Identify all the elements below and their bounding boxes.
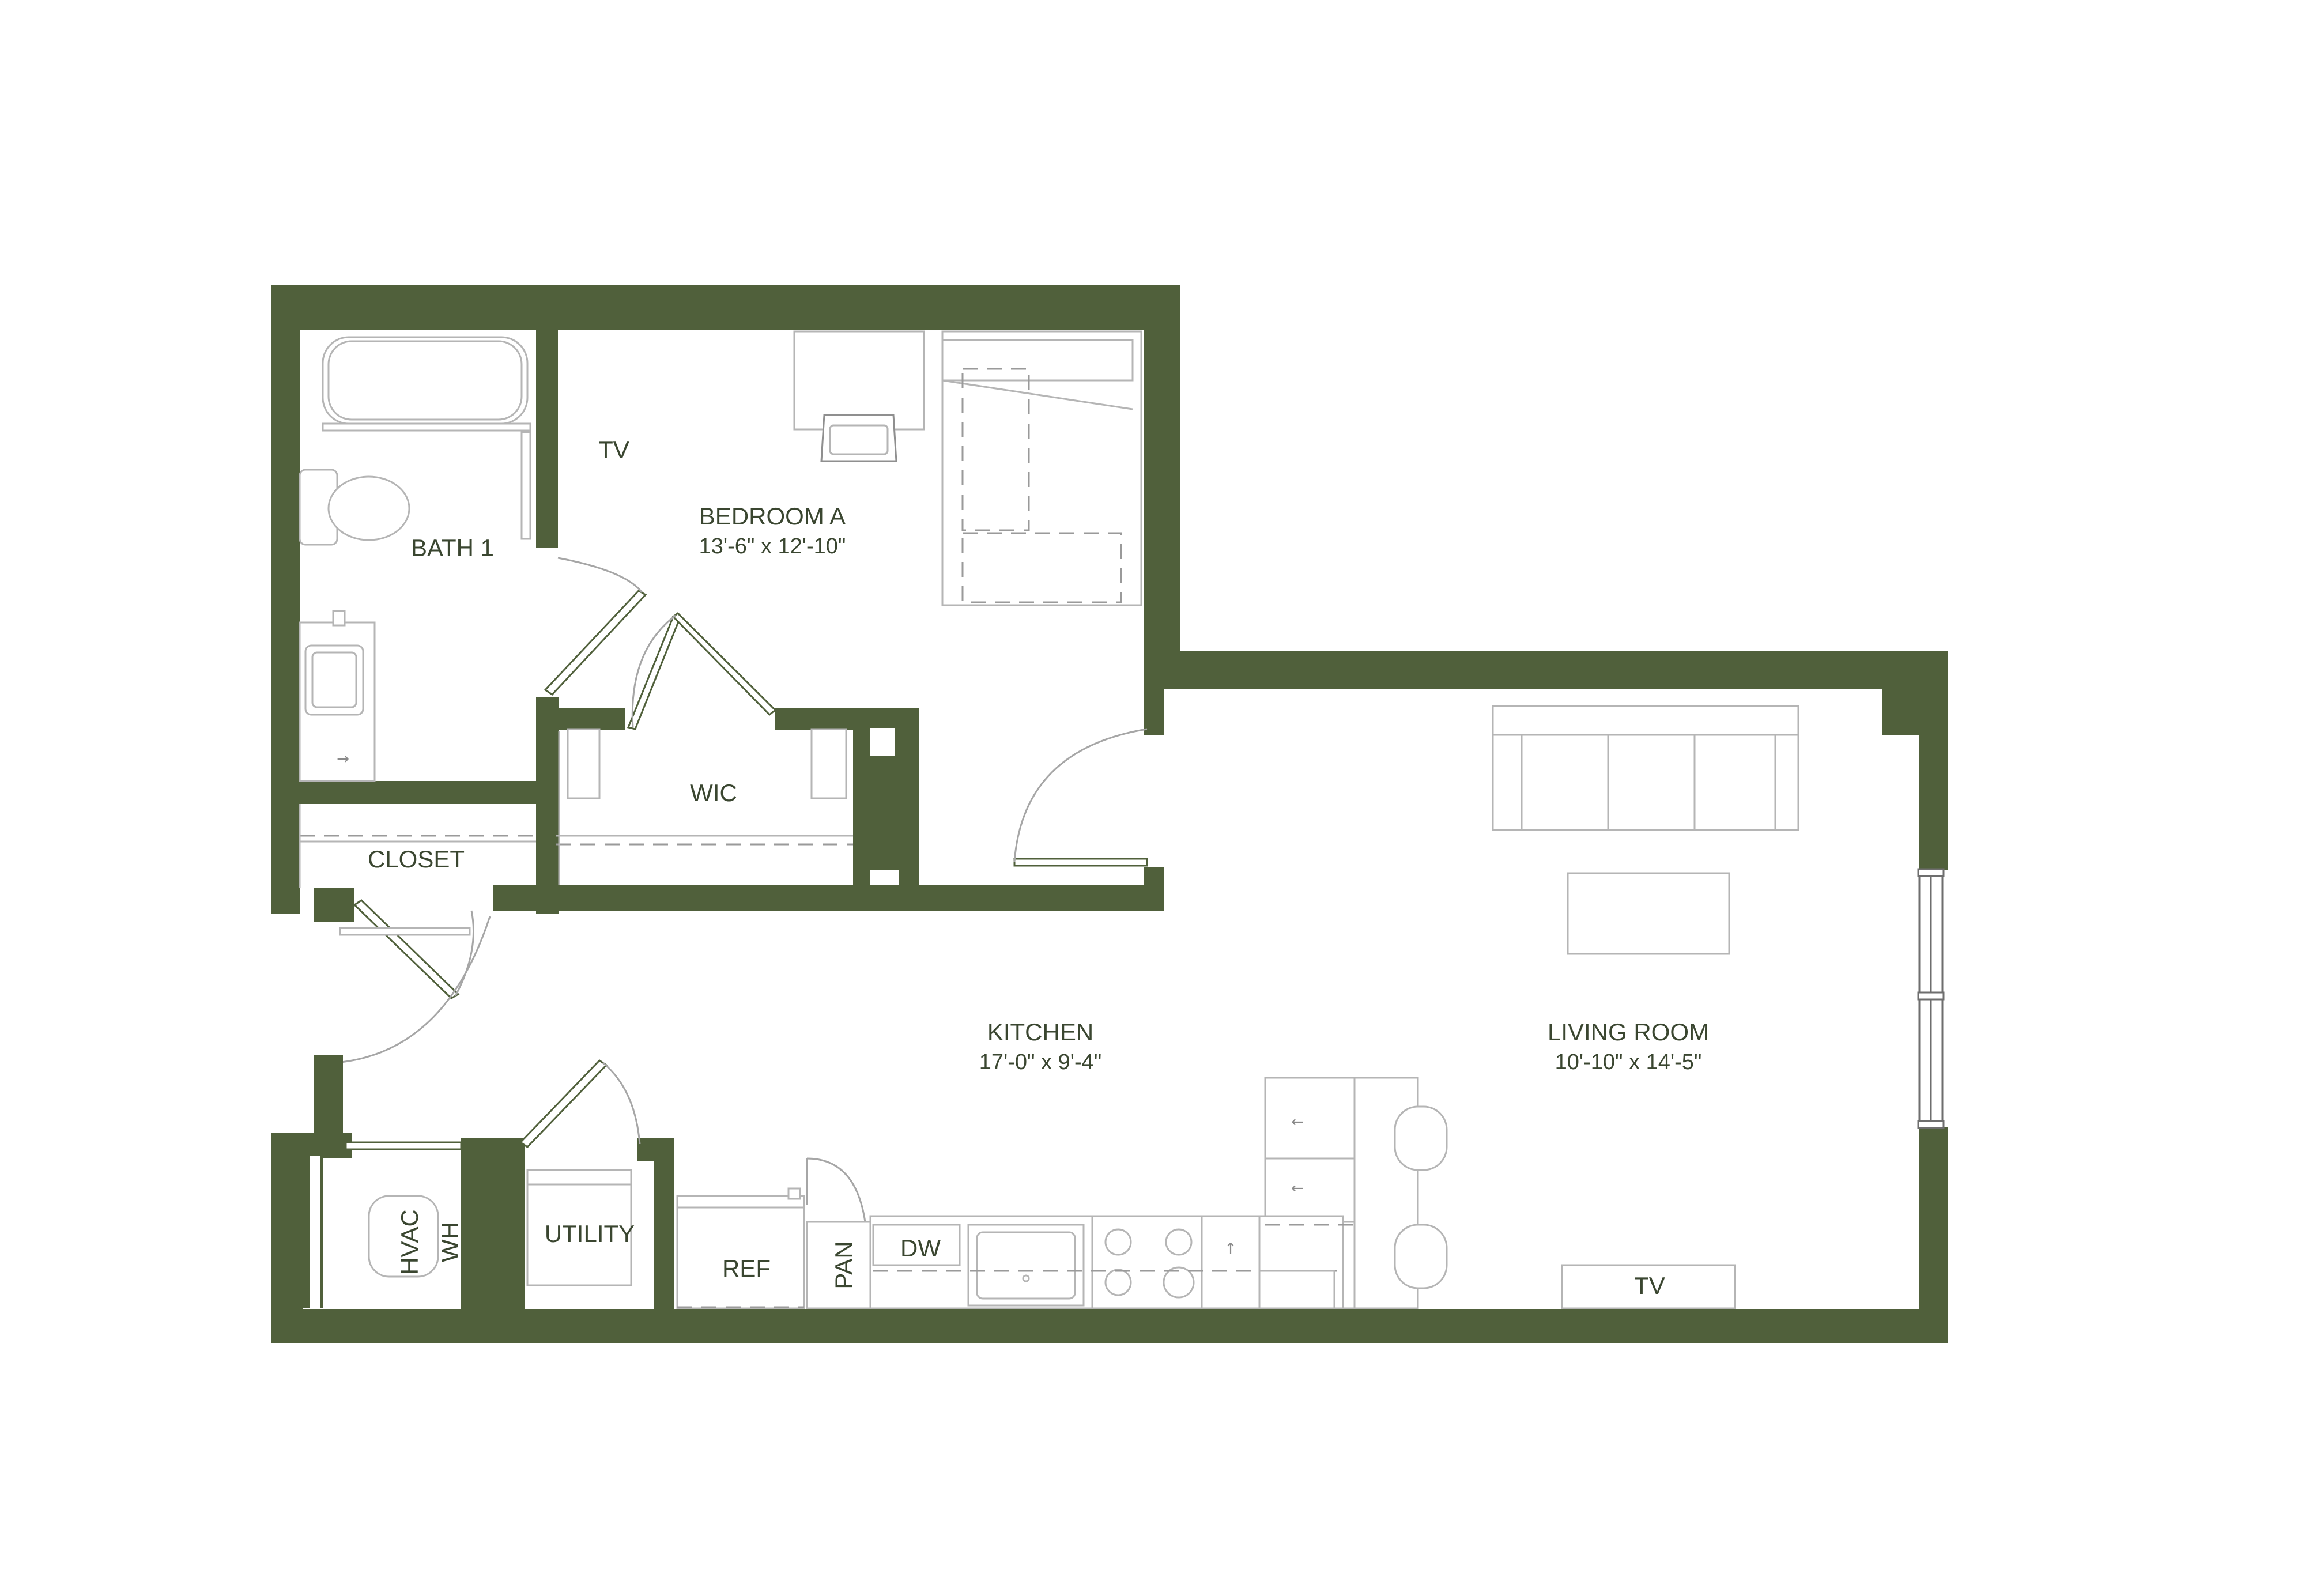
living-furniture: ← ← — [1264, 705, 1799, 1309]
windows — [1917, 868, 1945, 1129]
living-tv-label: TV — [1634, 1272, 1665, 1299]
kitchen-appliances: ↑ — [676, 1187, 1355, 1309]
wall-living-top — [1144, 651, 1948, 689]
closet-door — [353, 899, 460, 999]
dishwasher — [872, 1224, 961, 1266]
bedroom-size: 13'-6" x 12'-10" — [699, 534, 846, 558]
bar-stool-1 — [1394, 1105, 1448, 1171]
bedroom-name: BEDROOM A — [699, 503, 846, 530]
wall-top — [271, 285, 1180, 330]
wall-wic-left — [536, 697, 559, 914]
wall-bath-bottom — [271, 781, 539, 804]
kitchen-name: KITCHEN — [987, 1018, 1093, 1046]
refrigerator — [676, 1195, 805, 1309]
living-name: LIVING ROOM — [1548, 1018, 1709, 1046]
svg-text:←: ← — [1291, 1114, 1304, 1131]
wall-closet-left-jamb — [314, 888, 354, 922]
wall-left-stub — [314, 1063, 343, 1138]
pan-label: PAN — [830, 1241, 857, 1289]
dw-label: DW — [900, 1235, 941, 1262]
svg-text:←: ← — [1291, 1180, 1304, 1197]
bed-outline-dashed — [961, 368, 1030, 531]
wh-label: WH — [436, 1222, 463, 1262]
wic-name: WIC — [690, 779, 737, 806]
kitchen-size: 17'-0" x 9'-4" — [979, 1050, 1102, 1074]
bedroom-tv-label: TV — [598, 436, 629, 463]
utility-name: UTILITY — [545, 1220, 635, 1247]
wall-utility-right — [654, 1138, 674, 1334]
utility-door — [519, 1059, 608, 1148]
living-size: 10'-10" x 14'-5" — [1555, 1050, 1702, 1074]
wall-bedroom-right-stub — [1144, 686, 1164, 735]
wall-utility-top — [637, 1138, 674, 1161]
wall-hvac-top — [271, 1133, 352, 1158]
wall-bedroom-right — [1144, 285, 1180, 689]
bedroom-furniture — [556, 330, 1142, 885]
hvac-door — [345, 1141, 462, 1150]
wall-bottom — [271, 1309, 1948, 1343]
doors — [314, 557, 1148, 1257]
ref-label: REF — [722, 1255, 771, 1282]
walls — [271, 285, 1948, 1343]
utility-unit — [526, 1169, 632, 1286]
wall-bedroom-bottom — [493, 885, 1164, 911]
wall-right-lower — [1919, 1127, 1948, 1343]
svg-text:→: → — [337, 750, 349, 768]
bath-fixtures: → — [299, 336, 531, 782]
wall-bedroom-bottom-stub — [1144, 867, 1164, 905]
svg-text:↑: ↑ — [1224, 1240, 1237, 1258]
wic-door-left — [627, 615, 680, 730]
bar-stool-2 — [1394, 1224, 1448, 1289]
wall-entry-jamb — [493, 885, 516, 911]
toilet-bowl — [327, 475, 410, 541]
wall-bath-bedroom — [536, 329, 558, 548]
bath-door — [544, 590, 647, 696]
tv-stand-living — [1561, 1264, 1736, 1309]
bath-name: BATH 1 — [411, 534, 494, 561]
labels: TV BEDROOM A 13'-6" x 12'-10" BATH 1 WIC… — [368, 436, 1709, 1299]
wall-left-lower — [271, 1133, 303, 1343]
entry-door-swing — [314, 916, 491, 1065]
coffee-table — [1567, 872, 1730, 955]
bedroom-door — [1013, 858, 1148, 867]
wall-hvac-right — [461, 1138, 525, 1334]
wall-left-bath-jog — [271, 329, 294, 444]
wic-door-right — [671, 612, 777, 716]
wall-wic-top-left — [536, 708, 625, 730]
closet-name: CLOSET — [368, 846, 465, 873]
hvac-unit — [368, 1195, 439, 1278]
hvac-label: HVAC — [396, 1209, 423, 1275]
